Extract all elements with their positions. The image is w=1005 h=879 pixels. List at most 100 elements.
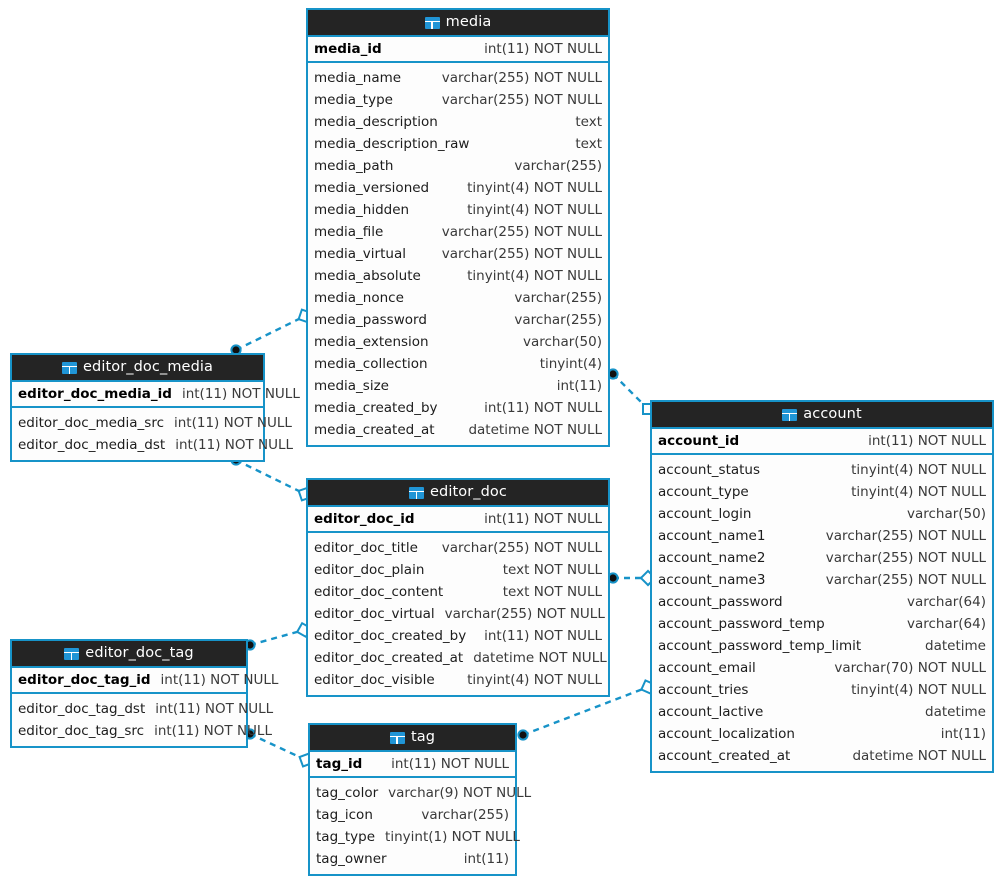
table-header-editor_doc_media[interactable]: editor_doc_media (12, 355, 263, 382)
column-name: editor_doc_content (314, 584, 444, 600)
column-name: tag_color (316, 785, 379, 801)
column-name: account_type (658, 484, 749, 500)
relationship-line (612, 373, 649, 410)
table-title: media (445, 14, 492, 30)
table-header-tag[interactable]: tag (310, 725, 515, 752)
column-name: tag_owner (316, 851, 387, 867)
column-type: int(11) NOT NULL (484, 628, 602, 644)
column-row[interactable]: tag_owner int(11) (310, 848, 515, 870)
table-header-editor_doc[interactable]: editor_doc (308, 480, 608, 507)
column-type: int(11) (463, 851, 509, 867)
column-type: varchar(255) NOT NULL (825, 550, 986, 566)
filled-dot-marker (517, 729, 529, 741)
column-type: varchar(255) NOT NULL (441, 70, 602, 86)
column-name: account_name3 (658, 572, 766, 588)
column-name: media_virtual (314, 246, 406, 262)
column-type: int(11) NOT NULL (174, 415, 292, 431)
column-name: media_type (314, 92, 393, 108)
column-name: tag_type (316, 829, 376, 845)
column-row[interactable]: editor_doc_visible tinyint(4) NOT NULL (308, 669, 608, 691)
column-name: editor_doc_tag_id (18, 672, 151, 688)
table-icon (409, 486, 424, 499)
rel-editor_doc_tag-editor_doc (244, 621, 313, 651)
column-name: media_extension (314, 334, 429, 350)
table-header-media[interactable]: media (308, 10, 608, 37)
column-row[interactable]: media_extension varchar(50) (308, 331, 608, 353)
column-type: varchar(50) (522, 334, 602, 350)
table-header-account[interactable]: account (652, 402, 992, 429)
table-icon (782, 408, 798, 421)
column-name: media_description_raw (314, 136, 470, 152)
rel-editor_doc-account (607, 569, 657, 587)
column-name: account_lactive (658, 704, 764, 720)
column-name: media_path (314, 158, 394, 174)
column-type: int(11) NOT NULL (484, 511, 602, 527)
column-name: account_password_temp (658, 616, 825, 632)
column-name: account_login (658, 506, 752, 522)
table-header-editor_doc_tag[interactable]: editor_doc_tag (12, 641, 246, 668)
column-type: varchar(255) (421, 807, 509, 823)
column-type: tinyint(4) NOT NULL (467, 672, 602, 688)
column-name: tag_id (316, 756, 363, 772)
column-name: account_id (658, 433, 740, 449)
column-name: editor_doc_visible (314, 672, 435, 688)
column-name: media_collection (314, 356, 428, 372)
